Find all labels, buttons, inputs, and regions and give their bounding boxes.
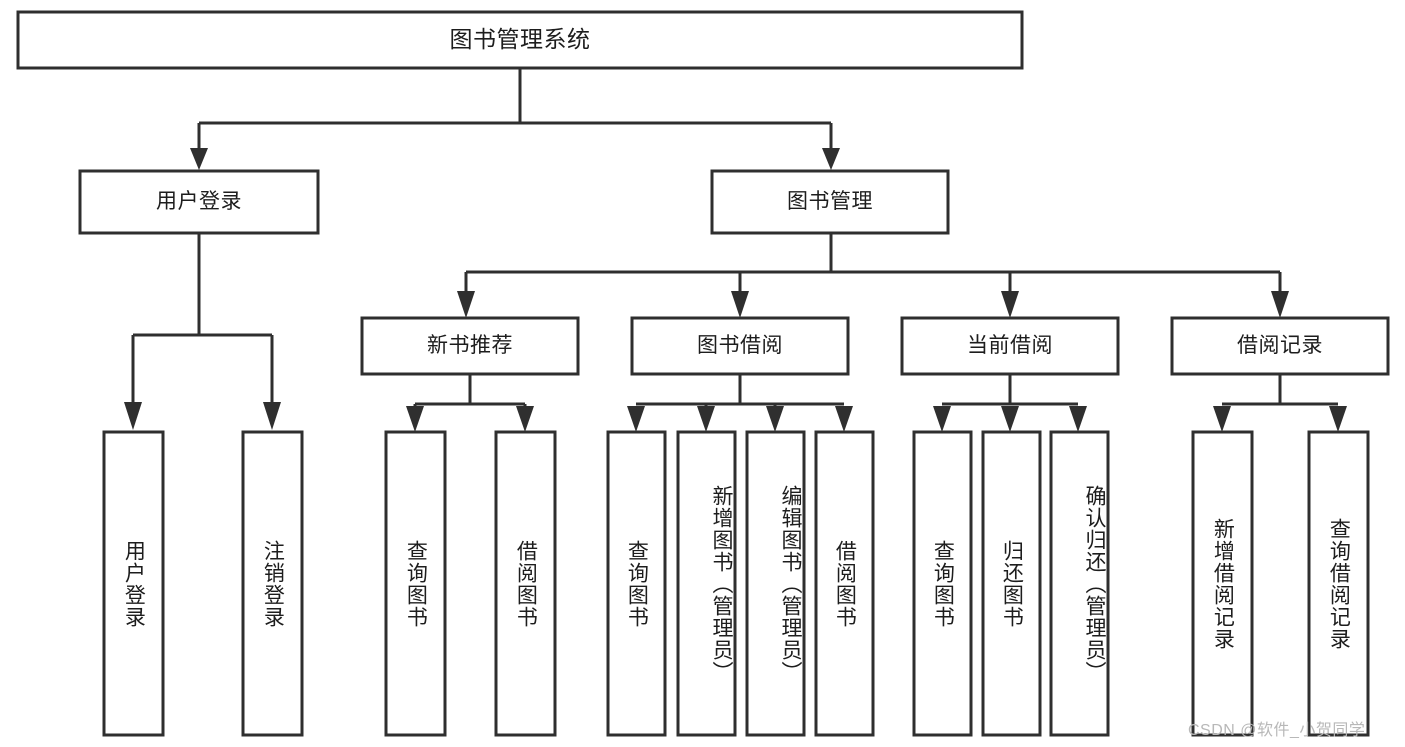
node-box-root[interactable] (16, 10, 1024, 70)
arrow-user-login-l1 (124, 402, 142, 430)
arrow-bb-l4 (835, 406, 853, 432)
arrow-user-login-l2 (263, 402, 281, 430)
watermark-text: CSDN @软件_小贺同学 (1188, 722, 1366, 739)
leaf-box-bb-2[interactable] (745, 430, 806, 737)
leaf-box-cb-1[interactable] (981, 430, 1042, 737)
arrow-nbr-l1 (406, 406, 424, 432)
arrow-bb-l1 (627, 406, 645, 432)
leaf-box-user-login-1[interactable] (241, 430, 304, 737)
leaf-box-bb-1[interactable] (676, 430, 737, 737)
leaf-box-bb-0[interactable] (606, 430, 667, 737)
arrow-book-mgmt-c3 (1001, 291, 1019, 318)
node-box-borrow-record[interactable] (1170, 316, 1390, 376)
arrow-root-to-user-login (190, 148, 208, 170)
arrow-bb-l2 (697, 406, 715, 432)
arrow-br-l1 (1213, 406, 1231, 432)
leaf-box-bb-3[interactable] (814, 430, 875, 737)
node-box-book-management[interactable] (710, 169, 950, 235)
arrow-root-to-book-mgmt (822, 148, 840, 170)
arrow-book-mgmt-c2 (731, 291, 749, 318)
leaf-box-br-1[interactable] (1307, 430, 1370, 737)
leaf-box-user-login-0[interactable] (102, 430, 165, 737)
node-box-book-borrow[interactable] (630, 316, 850, 376)
arrow-cb-l1 (933, 406, 951, 432)
arrow-nbr-l2 (516, 406, 534, 432)
leaf-box-nbr-1[interactable] (494, 430, 557, 737)
arrow-book-mgmt-c1 (457, 291, 475, 318)
leaf-box-br-0[interactable] (1191, 430, 1254, 737)
node-box-current-borrow[interactable] (900, 316, 1120, 376)
node-box-new-book-recommend[interactable] (360, 316, 580, 376)
arrow-bb-l3 (766, 406, 784, 432)
arrow-cb-l3 (1069, 406, 1087, 432)
arrow-book-mgmt-c4 (1271, 291, 1289, 318)
leaf-box-cb-0[interactable] (912, 430, 973, 737)
node-box-user-login[interactable] (78, 169, 320, 235)
arrow-br-l2 (1329, 406, 1347, 432)
leaf-box-cb-2[interactable] (1049, 430, 1110, 737)
arrow-cb-l2 (1001, 406, 1019, 432)
leaf-box-nbr-0[interactable] (384, 430, 447, 737)
